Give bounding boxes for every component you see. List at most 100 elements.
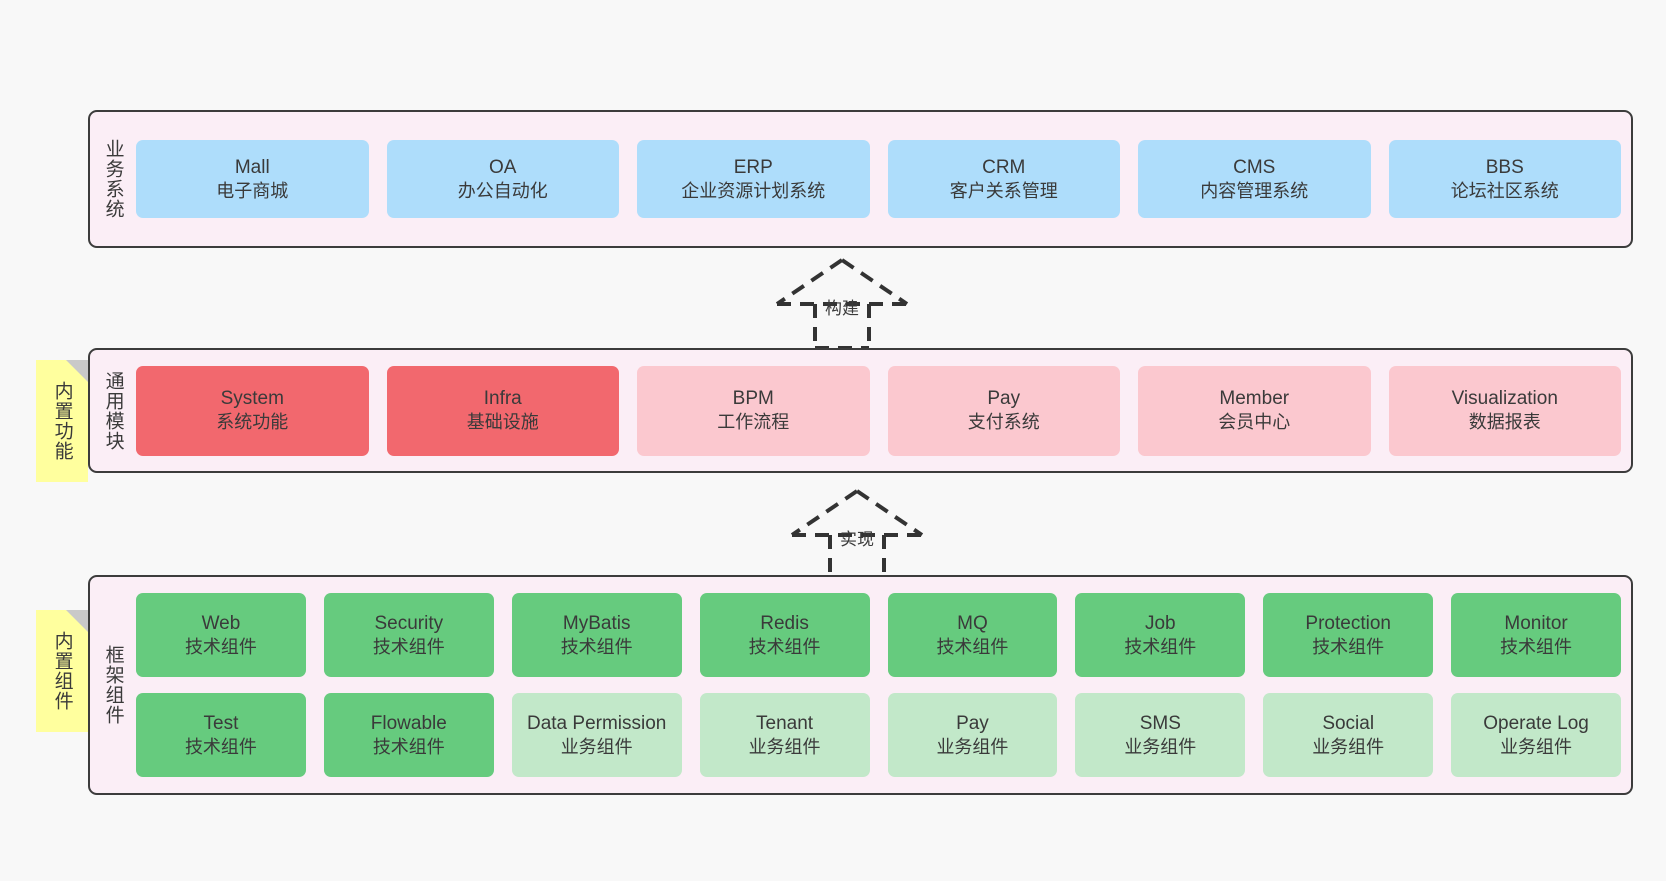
cell-subtitle: 技术组件 [748,636,821,657]
cell-subtitle: 业务组件 [748,736,821,757]
note-fold-corner-icon [66,610,88,632]
cell-title: Redis [760,612,809,634]
cell-title: Social [1322,712,1375,734]
cell-title: Flowable [370,712,447,734]
cell-subtitle: 技术组件 [184,736,257,757]
cell-subtitle: 业务组件 [936,736,1009,757]
cell-title: SMS [1139,712,1181,734]
cell-title: Mall [234,156,270,178]
cell-subtitle: 论坛社区系统 [1450,180,1559,201]
note-builtin-component: 内置组件 [36,610,88,732]
cell-title: MyBatis [562,612,631,634]
cell-subtitle: 技术组件 [372,736,445,757]
cell-title: MQ [957,612,988,634]
cell-title: Pay [987,388,1021,410]
cell-subtitle: 工作流程 [717,412,790,433]
cell-title: Operate Log [1483,712,1589,734]
cell-subtitle: 办公自动化 [457,180,548,201]
note-builtin-component-label: 内置组件 [51,631,73,711]
cell-title: OA [489,156,517,178]
cell-title: Job [1144,612,1176,634]
cell-title: Monitor [1504,612,1568,634]
cell-subtitle: 会员中心 [1218,412,1291,433]
cell-subtitle: 业务组件 [1312,736,1385,757]
cell-subtitle: 技术组件 [184,636,257,657]
cell-title: Infra [483,388,522,410]
cell-title: Pay [956,712,989,734]
cell-subtitle: 技术组件 [1500,636,1573,657]
cell-subtitle: 电子商城 [216,180,289,201]
cell-title: Protection [1305,612,1391,634]
arrow-implement: 实现 [772,487,942,583]
arrow-build: 构建 [757,256,927,352]
cell-subtitle: 技术组件 [560,636,633,657]
note-builtin-function-label: 内置功能 [51,381,73,461]
cell-subtitle: 业务组件 [1124,736,1197,757]
cell-subtitle: 支付系统 [967,412,1040,433]
cell-title: ERP [733,156,773,178]
note-builtin-function: 内置功能 [36,360,88,482]
arrow-build-label: 构建 [825,299,859,318]
cell-subtitle: 数据报表 [1468,412,1541,433]
cell-title: Visualization [1451,388,1558,410]
cell-title: CRM [982,156,1026,178]
cell-title: Web [201,612,241,634]
cell-title: Security [374,612,444,634]
cell-title: Member [1219,388,1290,410]
arrow-implement-label: 实现 [840,530,874,549]
band-label-business: 业务系统 [102,139,124,219]
cell-subtitle: 技术组件 [1312,636,1385,657]
cell-subtitle: 技术组件 [1124,636,1197,657]
cell-subtitle: 基础设施 [466,412,539,433]
cell-title: Data Permission [526,712,667,734]
cell-subtitle: 技术组件 [936,636,1009,657]
cell-subtitle: 技术组件 [372,636,445,657]
cell-subtitle: 业务组件 [560,736,633,757]
cell-subtitle: 业务组件 [1500,736,1573,757]
cell-title: Test [203,712,239,734]
note-fold-corner-icon [66,360,88,382]
cell-subtitle: 内容管理系统 [1200,180,1309,201]
cell-title: BBS [1485,156,1524,178]
cell-title: CMS [1233,156,1276,178]
